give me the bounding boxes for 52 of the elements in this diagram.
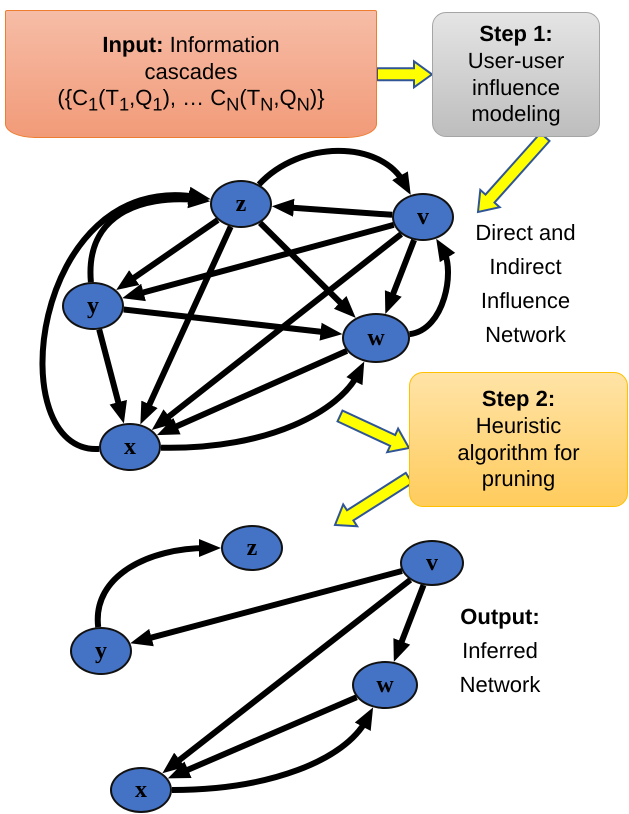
arrow xyxy=(88,190,210,282)
step-text: Heuristic algorithm for pruning xyxy=(456,412,581,494)
step-title: Step 1: xyxy=(479,20,553,48)
node-label: y xyxy=(87,294,99,318)
arrow xyxy=(94,539,221,628)
arrow xyxy=(162,578,412,774)
input-text: ({C$_{1}$(T$_{1}$,Q$_{1}$), … C$_{N}$(T$_{N}$,Q$_{N}$)} xyxy=(57,85,325,116)
arrow xyxy=(116,218,220,290)
input-document-box xyxy=(5,10,377,138)
arrow xyxy=(40,188,211,452)
arrow xyxy=(123,306,342,341)
arrow xyxy=(96,328,127,424)
input-text: Input: Information cascades xyxy=(101,32,281,86)
node-label: z xyxy=(236,192,246,216)
graph-node xyxy=(110,767,172,813)
arrow xyxy=(152,232,404,430)
block-arrow xyxy=(336,409,411,454)
block-arrow xyxy=(376,59,434,90)
node-label: x xyxy=(135,778,147,802)
step-text: User-user influence modeling xyxy=(466,48,566,128)
graph-node xyxy=(392,193,454,241)
arrow xyxy=(140,225,234,424)
node-label: v xyxy=(426,551,438,575)
graph-node xyxy=(352,661,418,709)
arrow xyxy=(272,198,392,218)
arrow xyxy=(160,362,366,451)
node-label: x xyxy=(124,435,136,459)
node-label: z xyxy=(246,536,258,560)
step-box xyxy=(432,12,600,137)
node-label: y xyxy=(95,639,107,663)
graph-node xyxy=(400,540,464,586)
graph-node xyxy=(210,180,272,228)
arrow xyxy=(172,708,374,793)
graph-node xyxy=(342,313,410,363)
arrow xyxy=(393,584,426,662)
step-box xyxy=(409,372,628,507)
arrow xyxy=(384,238,417,314)
arrow xyxy=(258,220,356,318)
node-label: w xyxy=(376,673,394,697)
node-label: w xyxy=(367,326,385,350)
arrow xyxy=(256,148,412,194)
arrow xyxy=(168,694,358,778)
node-label: v xyxy=(417,205,429,229)
graph-node xyxy=(99,423,161,471)
arrow xyxy=(130,568,403,646)
caption-text: Output: Inferred Network xyxy=(458,603,542,700)
step-title: Step 2: xyxy=(482,386,556,413)
arrow xyxy=(156,348,348,436)
arrow xyxy=(122,222,394,302)
arrow xyxy=(408,238,455,337)
graph-node xyxy=(62,282,124,330)
caption-text: Direct and Indirect Influence Network xyxy=(474,219,577,350)
